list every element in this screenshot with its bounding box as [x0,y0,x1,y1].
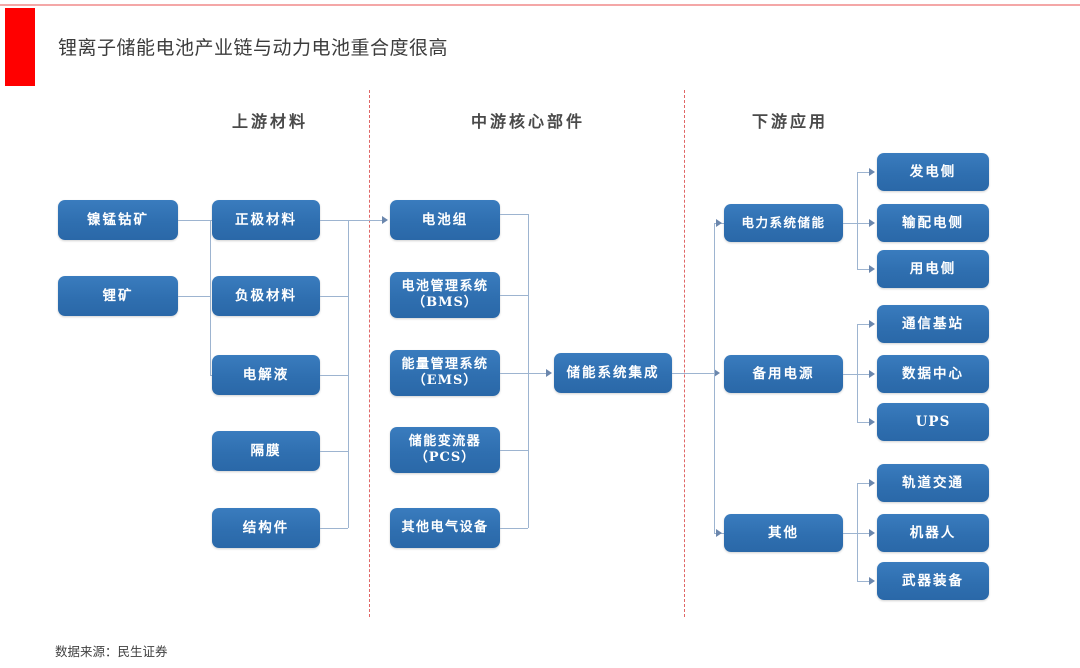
node-lithium-ore[interactable]: 锂矿 [58,276,178,316]
connector-other-applications-fan [857,483,858,581]
arrow-to-comm-base-station-icon [869,320,875,328]
top-rule-divider [0,4,1080,6]
arrow-to-ups-icon [869,418,875,426]
arrow-to-data-center-icon [869,370,875,378]
stage-divider-upstream-midstream [369,90,370,617]
node-ems[interactable]: 能量管理系统 （EMS） [390,350,500,396]
connector-ore-trunk [210,220,211,375]
node-pcs-line1: 储能变流器 [408,434,482,450]
node-ems-line2: （EMS） [412,373,478,388]
node-bms[interactable]: 电池管理系统 （BMS） [390,272,500,318]
connector-anode-out [320,296,348,297]
node-structural-parts[interactable]: 结构件 [212,508,320,548]
connector-cathode-out [320,220,348,221]
connector-to-generation-side [857,172,869,173]
node-anode-material[interactable]: 负极材料 [212,276,320,316]
node-bms-line1: 电池管理系统 [401,279,489,295]
connector-to-weapon-equipment [857,581,869,582]
page-title: 锂离子储能电池产业链与动力电池重合度很高 [58,38,449,59]
arrow-to-generation-side-icon [869,168,875,176]
node-electrolyte[interactable]: 电解液 [212,355,320,395]
node-other-applications[interactable]: 其他 [724,514,843,552]
arrow-upstream-to-midstream-icon [382,216,388,224]
connector-backup-power-fan [857,324,858,422]
node-energy-storage-system-integration[interactable]: 储能系统集成 [554,353,672,393]
node-rail-transit[interactable]: 轨道交通 [877,464,989,502]
connector-electrolyte-out [320,375,348,376]
connector-to-rail-transit [857,483,869,484]
node-nickel-manganese-cobalt-ore[interactable]: 镍锰钴矿 [58,200,178,240]
connector-power-system-fan [857,172,858,269]
connector-downstream-trunk [714,223,715,533]
stage-label-upstream: 上游材料 [231,112,308,131]
connector-to-robot [857,533,869,534]
connector-to-ups [857,422,869,423]
connector-battery-pack-out [500,214,528,215]
node-consumption-side[interactable]: 用电侧 [877,250,989,288]
connector-separator-out [320,451,348,452]
node-pcs-line2: （PCS） [414,450,476,465]
connector-midstream-to-integration [528,373,546,374]
arrow-integration-to-downstream-icon [714,369,720,377]
arrow-to-rail-transit-icon [869,479,875,487]
node-data-center[interactable]: 数据中心 [877,355,989,393]
node-transmission-distribution-side[interactable]: 输配电侧 [877,204,989,242]
node-power-system-storage[interactable]: 电力系统储能 [724,204,843,242]
connector-midstream-trunk [528,214,529,528]
connector-upstream-trunk [348,220,349,528]
connector-to-consumption-side [857,269,869,270]
node-weapon-equipment[interactable]: 武器装备 [877,562,989,600]
connector-upstream-to-midstream [348,220,382,221]
red-accent-bar [5,8,35,86]
node-bms-line2: （BMS） [412,295,478,310]
node-robot[interactable]: 机器人 [877,514,989,552]
connector-to-data-center [857,374,869,375]
connector-ore-li-out [178,296,210,297]
arrow-to-power-system-icon [716,219,722,227]
node-cathode-material[interactable]: 正极材料 [212,200,320,240]
node-ems-line1: 能量管理系统 [401,357,489,373]
connector-pcs-out [500,450,528,451]
connector-other-equipment-out [500,528,528,529]
node-battery-pack[interactable]: 电池组 [390,200,500,240]
connector-to-comm-base-station [857,324,869,325]
connector-ore-nmc-out [178,220,210,221]
node-other-electrical-equipment[interactable]: 其他电气设备 [390,508,500,548]
stage-label-midstream: 中游核心部件 [470,112,585,131]
arrow-to-transmission-side-icon [869,219,875,227]
node-communication-base-station[interactable]: 通信基站 [877,305,989,343]
arrow-to-robot-icon [869,529,875,537]
connector-integration-out [672,373,714,374]
node-backup-power[interactable]: 备用电源 [724,355,843,393]
node-generation-side[interactable]: 发电侧 [877,153,989,191]
connector-bms-out [500,295,528,296]
arrow-midstream-to-integration-icon [546,369,552,377]
connector-ems-out [500,373,528,374]
node-ups[interactable]: UPS [877,403,989,441]
stage-label-downstream: 下游应用 [751,112,828,131]
arrow-to-other-icon [716,529,722,537]
node-separator[interactable]: 隔膜 [212,431,320,471]
source-note: 数据来源：民生证券 [55,645,168,659]
connector-structural-out [320,528,348,529]
stage-divider-midstream-downstream [684,90,685,617]
arrow-to-weapon-equipment-icon [869,577,875,585]
node-pcs[interactable]: 储能变流器 （PCS） [390,427,500,473]
connector-to-transmission-side [857,223,869,224]
arrow-to-consumption-side-icon [869,265,875,273]
